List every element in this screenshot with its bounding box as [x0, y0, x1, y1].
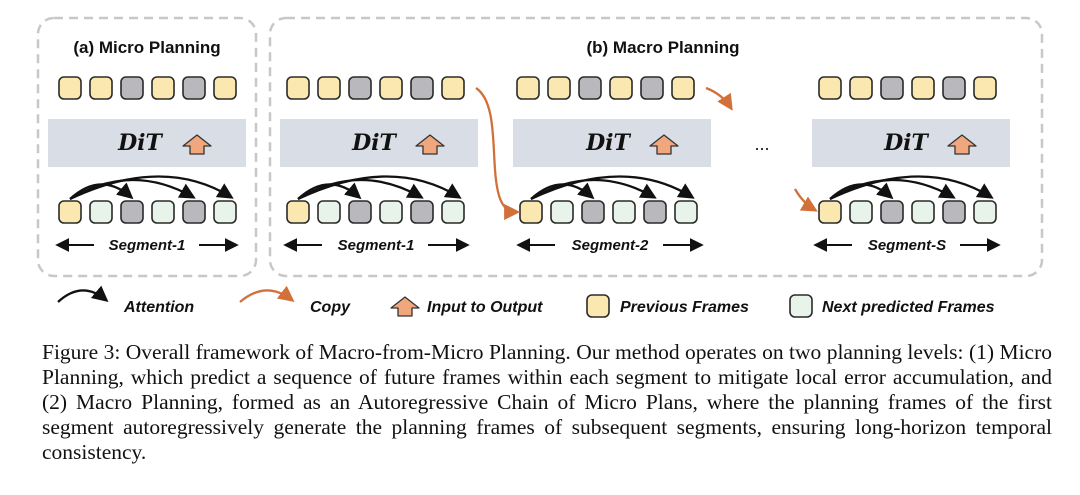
previous-frame [151, 76, 175, 100]
dit-label: DiT [585, 130, 631, 156]
previous-frame [519, 200, 543, 224]
macro-panel-title: (b) Macro Planning [587, 38, 740, 57]
macro-panel [268, 16, 1044, 278]
gray-frame [581, 200, 605, 224]
next-predicted-frame [612, 200, 636, 224]
dit-label: DiT [117, 130, 163, 156]
micro-panel [36, 16, 258, 278]
gray-frame [578, 76, 602, 100]
up-arrow-icon [390, 296, 420, 317]
svg-text:Segment-1: Segment-1 [338, 237, 415, 254]
gray-frame [120, 76, 144, 100]
gray-frame [120, 200, 144, 224]
legend-previous-frames: Previous Frames [620, 299, 749, 316]
frame-row-output-macro-2 [519, 200, 698, 224]
up-arrow-icon [415, 134, 445, 155]
next-frame-swatch [789, 294, 813, 318]
next-predicted-frame [213, 200, 237, 224]
gray-frame [348, 200, 372, 224]
dit-label: DiT [883, 130, 929, 156]
up-arrow-icon [649, 134, 679, 155]
frame-row-output-macro-1 [286, 200, 465, 224]
segment-label-macro-2: Segment-2 [516, 237, 704, 254]
gray-frame [182, 76, 206, 100]
legend: Attention Copy Input to Output Previous … [57, 285, 995, 318]
previous-frame [849, 76, 873, 100]
gray-frame [942, 200, 966, 224]
previous-frame [89, 76, 113, 100]
frame-row-input-macro-s [818, 76, 997, 100]
previous-frame [671, 76, 695, 100]
previous-frame [818, 200, 842, 224]
gray-frame [643, 200, 667, 224]
frame-row-input-micro [58, 76, 237, 100]
previous-frame [317, 76, 341, 100]
legend-next-predicted-frames: Next predicted Frames [822, 299, 995, 316]
dit-block: DiT [513, 119, 711, 167]
svg-text:Segment-2: Segment-2 [572, 237, 649, 254]
next-predicted-frame [911, 200, 935, 224]
dit-block: DiT [812, 119, 1010, 167]
dit-block: DiT [280, 119, 478, 167]
legend-input-to-output: Input to Output [427, 299, 543, 316]
svg-text:Segment-1: Segment-1 [109, 237, 186, 254]
gray-frame [880, 200, 904, 224]
up-arrow-icon [182, 134, 212, 155]
gray-frame [942, 76, 966, 100]
legend-copy: Copy [310, 299, 351, 316]
dit-block: DiT [48, 119, 246, 167]
copy-arrows [475, 86, 818, 221]
previous-frame [516, 76, 540, 100]
gray-frame [880, 76, 904, 100]
copy-arrow-icon [239, 285, 295, 303]
previous-frame [547, 76, 571, 100]
frame-row-input-macro-1 [286, 76, 465, 100]
dit-label: DiT [351, 130, 397, 156]
next-predicted-frame [849, 200, 873, 224]
frame-row-output-macro-s [818, 200, 997, 224]
gray-frame [410, 200, 434, 224]
previous-frame [286, 200, 310, 224]
previous-frame [58, 76, 82, 100]
segment-label-macro-s: Segment-S [813, 237, 1001, 254]
curved-arrow-icon [57, 285, 109, 303]
segment-label-macro-1: Segment-1 [283, 237, 470, 254]
next-predicted-frame [441, 200, 465, 224]
previous-frame [58, 200, 82, 224]
ellipsis: ... [754, 134, 769, 154]
previous-frame [609, 76, 633, 100]
attention-arcs [69, 175, 994, 201]
gray-frame [348, 76, 372, 100]
next-predicted-frame [973, 200, 997, 224]
frame-row-output-micro [58, 200, 237, 224]
gray-frame [410, 76, 434, 100]
previous-frame [911, 76, 935, 100]
next-predicted-frame [379, 200, 403, 224]
previous-frame [286, 76, 310, 100]
previous-frame [441, 76, 465, 100]
previous-frame [973, 76, 997, 100]
next-predicted-frame [317, 200, 341, 224]
gray-frame [640, 76, 664, 100]
previous-frame [379, 76, 403, 100]
next-predicted-frame [151, 200, 175, 224]
previous-frame-swatch [586, 294, 610, 318]
framework-diagram: (a) Micro Planning (b) Macro Planning Di… [36, 16, 1044, 318]
up-arrow-icon [947, 134, 977, 155]
previous-frame [213, 76, 237, 100]
frame-row-input-macro-2 [516, 76, 695, 100]
svg-text:Segment-S: Segment-S [868, 237, 946, 254]
previous-frame [818, 76, 842, 100]
next-predicted-frame [550, 200, 574, 224]
next-predicted-frame [89, 200, 113, 224]
segment-label-micro: Segment-1 [55, 237, 239, 254]
figure-caption: Figure 3: Overall framework of Macro-fro… [42, 340, 1052, 464]
next-predicted-frame [674, 200, 698, 224]
gray-frame [182, 200, 206, 224]
micro-panel-title: (a) Micro Planning [73, 38, 220, 57]
legend-attention: Attention [123, 299, 194, 316]
